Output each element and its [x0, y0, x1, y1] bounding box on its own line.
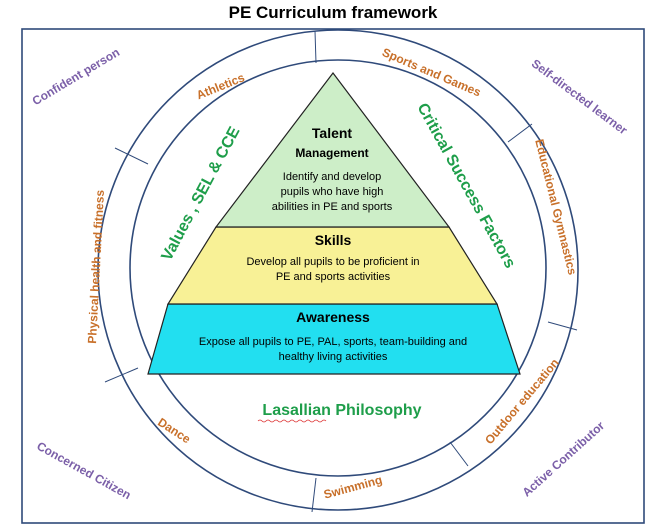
awareness-desc-1: Expose all pupils to PE, PAL, sports, te…: [199, 336, 467, 348]
awareness-desc-2: healthy living activities: [279, 351, 388, 363]
concerned-citizen-label: Concerned Citizen: [34, 439, 133, 502]
talent-desc-2: pupils who have high: [281, 186, 384, 198]
talent-desc-1: Identify and develop: [283, 171, 381, 183]
talent-title-2: Management: [295, 146, 368, 160]
self-directed-learner-label: Self-directed learner: [529, 56, 630, 137]
talent-title-1: Talent: [312, 125, 353, 141]
skills-desc-2: PE and sports activities: [276, 271, 391, 283]
outer-frame: [21, 28, 645, 524]
skills-title: Skills: [315, 232, 352, 248]
lasallian-philosophy-label: Lasallian Philosophy: [262, 402, 421, 419]
ring-dividers: [104, 30, 578, 513]
skills-desc-1: Develop all pupils to be proficient in: [246, 256, 419, 268]
awareness-title: Awareness: [296, 309, 370, 325]
page-title: PE Curriculum framework: [228, 3, 438, 22]
talent-desc-3: abilities in PE and sports: [272, 201, 393, 213]
talent-tier: [214, 72, 451, 228]
lasallian-spellcheck-underline: [257, 419, 327, 423]
active-contributor-label: Active Contributor: [519, 418, 607, 499]
confident-person-label: Confident person: [30, 45, 122, 108]
pyramid: Talent Management Identify and develop p…: [147, 72, 521, 375]
